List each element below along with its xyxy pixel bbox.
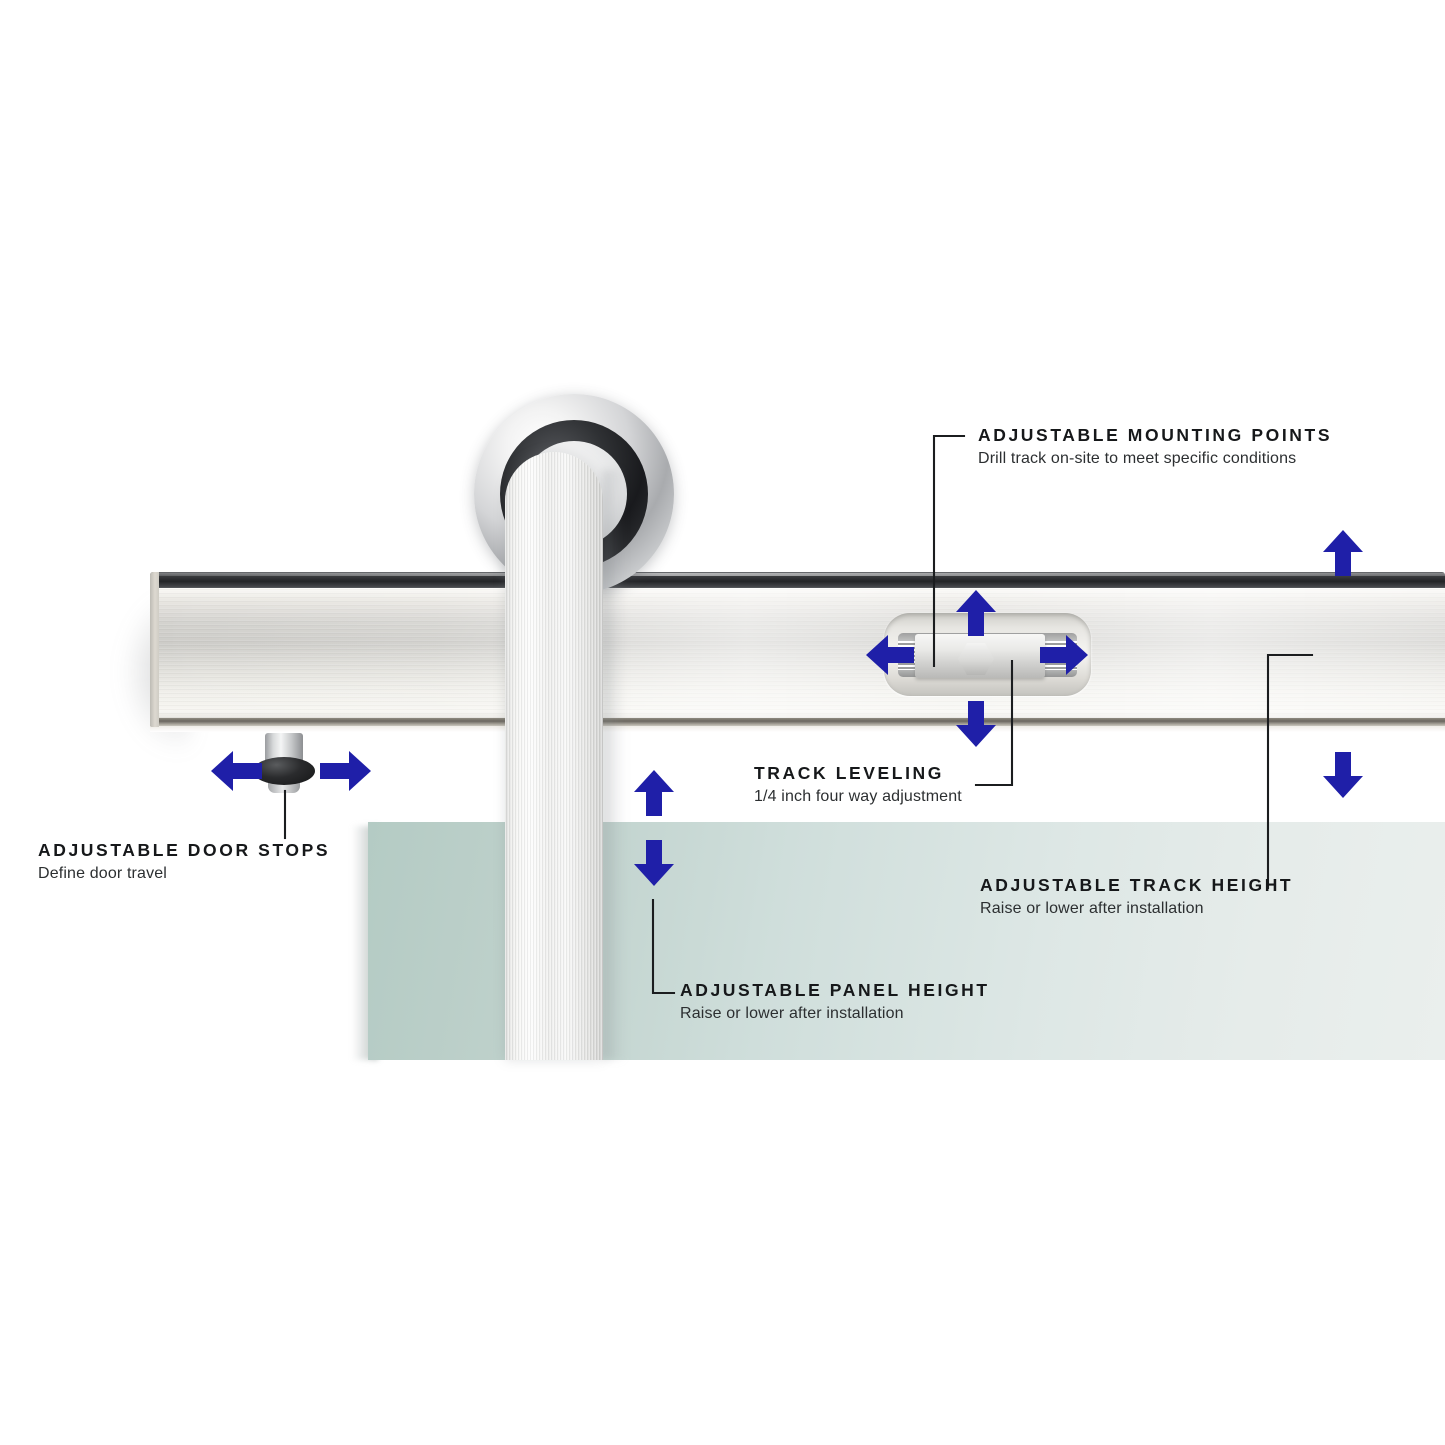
callout-track-leveling: TRACK LEVELING 1/4 inch four way adjustm… [754, 763, 962, 807]
callout-subtitle: Drill track on-site to meet specific con… [978, 450, 1297, 468]
callout-adjustable-panel-height: ADJUSTABLE PANEL HEIGHT Raise or lower a… [680, 980, 990, 1024]
arrow-track-height-up [1320, 528, 1366, 578]
arrow-panel-height-up [631, 768, 677, 818]
callout-title: TRACK LEVELING [754, 763, 945, 783]
arrow-leveling-up [953, 588, 999, 638]
callout-subtitle: Raise or lower after installation [680, 1005, 904, 1023]
callout-title: ADJUSTABLE DOOR STOPS [38, 840, 331, 860]
strap-shadow [603, 470, 631, 1060]
callout-title: ADJUSTABLE MOUNTING POINTS [978, 425, 1333, 445]
strap-brushed-texture [505, 452, 603, 1060]
callout-subtitle: Raise or lower after installation [980, 900, 1204, 918]
callout-adjustable-door-stops: ADJUSTABLE DOOR STOPS Define door travel [38, 840, 331, 884]
arrow-track-height-down [1320, 750, 1366, 800]
hanger-strap [505, 452, 603, 1060]
callout-title: ADJUSTABLE TRACK HEIGHT [980, 875, 1294, 895]
track-end-cap [150, 572, 159, 727]
callout-title: ADJUSTABLE PANEL HEIGHT [680, 980, 990, 1000]
overhead-track [150, 572, 1445, 734]
arrow-panel-height-down [631, 838, 677, 888]
track-top-cap [150, 572, 1445, 589]
track-bottom-edge [150, 718, 1445, 727]
callout-subtitle: Define door travel [38, 865, 167, 883]
arrow-leveling-left [864, 632, 916, 678]
arrow-leveling-right [1038, 632, 1090, 678]
arrow-door-stop-left [209, 748, 264, 794]
callout-adjustable-mounting-points: ADJUSTABLE MOUNTING POINTS Drill track o… [978, 425, 1333, 469]
arrow-door-stop-right [318, 748, 373, 794]
callout-adjustable-track-height: ADJUSTABLE TRACK HEIGHT Raise or lower a… [980, 875, 1294, 919]
track-under-shadow [150, 726, 1445, 732]
track-sheen [150, 588, 1445, 719]
door-stop-rubber-ring [253, 757, 315, 785]
arrow-leveling-down [953, 699, 999, 749]
callout-subtitle: 1/4 inch four way adjustment [754, 788, 962, 806]
